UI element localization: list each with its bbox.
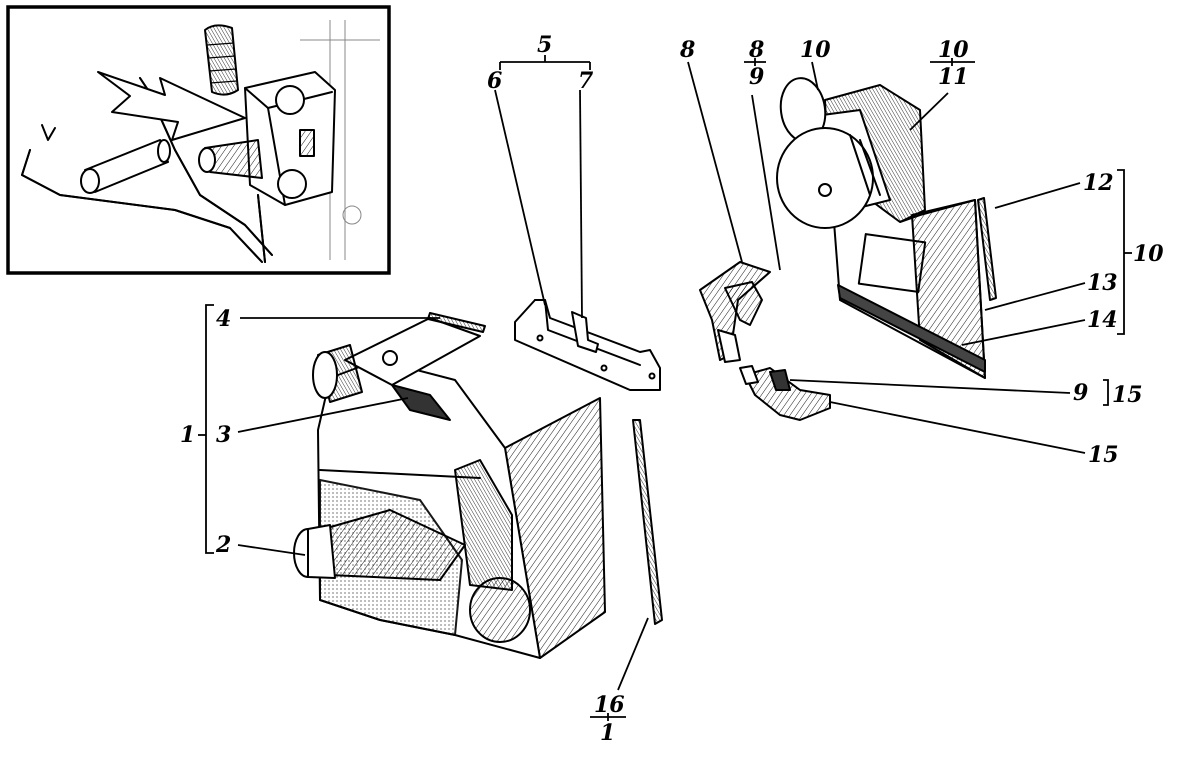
label-16-over-1-top: 16 xyxy=(594,692,625,718)
label-10-group: 10 xyxy=(1133,241,1164,267)
clip-part-8 xyxy=(699,261,771,363)
label-16-over-1-bottom: 1 xyxy=(600,720,615,746)
blower-assembly xyxy=(776,77,986,379)
clip-part-15 xyxy=(739,365,831,421)
label-15: 15 xyxy=(1088,442,1119,468)
inset-location-view xyxy=(6,5,391,275)
gasket-strip-4 xyxy=(427,312,486,333)
inset-pointer-arrow xyxy=(97,71,246,141)
callout-labels: 5 6 7 8 8 9 10 10 11 12 13 14 10 9 15 15… xyxy=(180,32,1164,746)
label-1: 1 xyxy=(180,422,195,448)
label-14: 14 xyxy=(1087,307,1118,333)
label-3: 3 xyxy=(216,422,231,448)
label-10: 10 xyxy=(800,37,831,63)
label-6: 6 xyxy=(487,68,502,94)
inset-outlet-duct xyxy=(80,139,263,194)
leader-lines xyxy=(198,55,1132,721)
housing-top-plate xyxy=(344,317,481,386)
seal-strip-12 xyxy=(977,197,997,301)
seal-strip-16 xyxy=(632,419,663,625)
label-7: 7 xyxy=(578,68,594,94)
label-15-group: 15 xyxy=(1112,382,1143,408)
housing-upper-inlet xyxy=(312,344,363,403)
inset-heater-unit xyxy=(244,71,336,206)
label-8-over-9-bottom: 9 xyxy=(749,64,764,90)
inset-flex-hose xyxy=(204,24,239,96)
label-8-over-9-top: 8 xyxy=(748,37,764,63)
heater-housing xyxy=(293,317,606,659)
housing-round-opening xyxy=(469,577,531,643)
label-9: 9 xyxy=(1073,380,1088,406)
blower-motor xyxy=(776,77,891,229)
label-8: 8 xyxy=(679,37,695,63)
mounting-bracket xyxy=(514,299,661,391)
label-10-over-11-top: 10 xyxy=(938,37,969,63)
label-12: 12 xyxy=(1083,170,1114,196)
label-13: 13 xyxy=(1087,270,1118,296)
label-10-over-11-bottom: 11 xyxy=(938,64,969,90)
label-5: 5 xyxy=(537,32,552,58)
clip-part-9 xyxy=(724,281,763,326)
label-4: 4 xyxy=(216,306,231,332)
label-2: 2 xyxy=(215,532,231,558)
housing-side-window xyxy=(454,459,513,591)
